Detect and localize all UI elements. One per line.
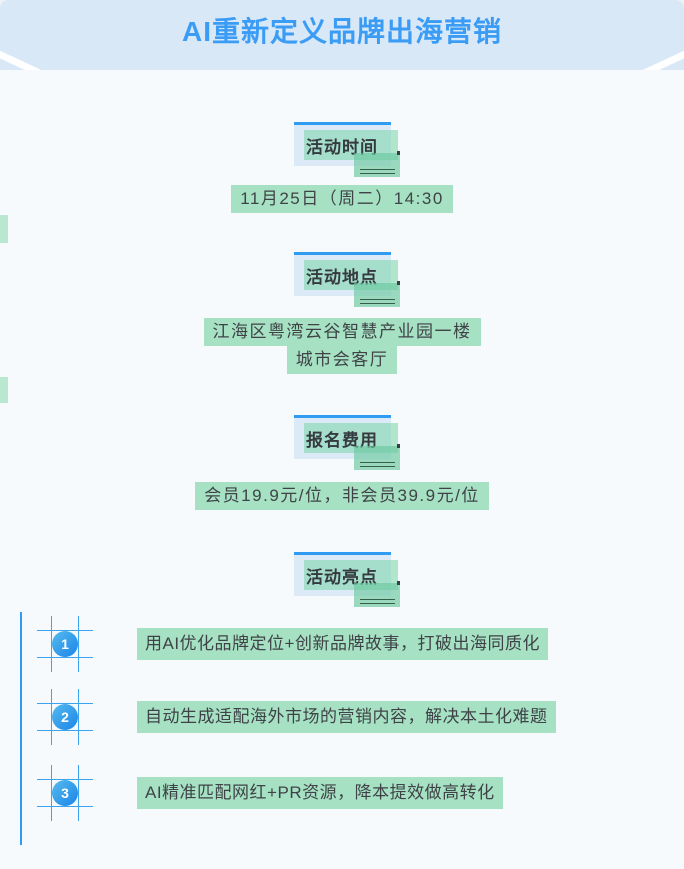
anchor-dot-icon — [396, 444, 400, 448]
highlight-corner-tab — [353, 151, 400, 177]
section-heading-location: 活动地点 — [293, 252, 400, 307]
highlight-corner-tab — [353, 581, 400, 607]
left-edge-highlight-tab — [0, 377, 8, 403]
highlight-corner-tab — [353, 281, 400, 307]
crop-mark-icon — [37, 657, 93, 658]
crop-mark-icon — [37, 703, 93, 704]
event-time-text: 11月25日（周二）14:30 — [231, 185, 453, 213]
crop-mark-icon — [78, 689, 79, 745]
event-location-text-1: 江海区粤湾云谷智慧产业园一楼 — [203, 318, 481, 346]
step-1-badge: 1 — [37, 616, 93, 672]
double-underline-icon — [359, 299, 395, 304]
anchor-dot-icon — [396, 281, 400, 285]
header-banner: AI重新定义品牌出海营销 — [0, 0, 684, 70]
event-location-line-1: 江海区粤湾云谷智慧产业园一楼 — [0, 318, 684, 346]
double-underline-icon — [359, 169, 395, 174]
crop-mark-icon — [51, 689, 52, 745]
step-number: 1 — [52, 631, 78, 657]
step-number: 3 — [52, 780, 78, 806]
double-underline-icon — [359, 599, 395, 604]
section-heading-label: 活动时间 — [306, 138, 378, 157]
event-time-line: 11月25日（周二）14:30 — [0, 185, 684, 213]
crop-mark-icon — [37, 730, 93, 731]
crop-mark-icon — [51, 765, 52, 821]
section-heading-highlights: 活动亮点 — [293, 552, 400, 607]
crop-mark-icon — [78, 616, 79, 672]
page-title: AI重新定义品牌出海营销 — [181, 16, 502, 47]
step-number: 2 — [52, 704, 78, 730]
event-fee-text: 会员19.9元/位，非会员39.9元/位 — [195, 482, 489, 510]
highlight-item-text: AI精准匹配网红+PR资源，降本提效做高转化 — [137, 777, 503, 809]
highlight-item-3: 3 AI精准匹配网红+PR资源，降本提效做高转化 — [0, 765, 684, 821]
crop-mark-icon — [37, 630, 93, 631]
crop-mark-icon — [51, 616, 52, 672]
vertical-guide-line — [20, 612, 22, 845]
section-heading-time: 活动时间 — [293, 122, 400, 177]
section-heading-label: 活动地点 — [306, 268, 378, 287]
crop-mark-icon — [37, 779, 93, 780]
highlight-corner-tab — [353, 444, 400, 470]
highlight-item-2: 2 自动生成适配海外市场的营销内容，解决本土化难题 — [0, 689, 684, 745]
section-heading-label: 活动亮点 — [306, 568, 378, 587]
crop-mark-icon — [78, 765, 79, 821]
anchor-dot-icon — [396, 581, 400, 585]
event-location-text-2: 城市会客厅 — [286, 346, 398, 374]
highlight-item-text: 用AI优化品牌定位+创新品牌故事，打破出海同质化 — [137, 628, 548, 660]
crop-mark-icon — [37, 806, 93, 807]
double-underline-icon — [359, 462, 395, 467]
highlight-item-text: 自动生成适配海外市场的营销内容，解决本土化难题 — [137, 701, 556, 733]
event-location-line-2: 城市会客厅 — [0, 346, 684, 374]
anchor-dot-icon — [396, 151, 400, 155]
section-heading-fee: 报名费用 — [293, 415, 400, 470]
step-3-badge: 3 — [37, 765, 93, 821]
section-heading-label: 报名费用 — [306, 431, 378, 450]
step-2-badge: 2 — [37, 689, 93, 745]
left-edge-highlight-tab — [0, 215, 8, 243]
highlight-item-1: 1 用AI优化品牌定位+创新品牌故事，打破出海同质化 — [0, 616, 684, 672]
event-fee-line: 会员19.9元/位，非会员39.9元/位 — [0, 482, 684, 510]
